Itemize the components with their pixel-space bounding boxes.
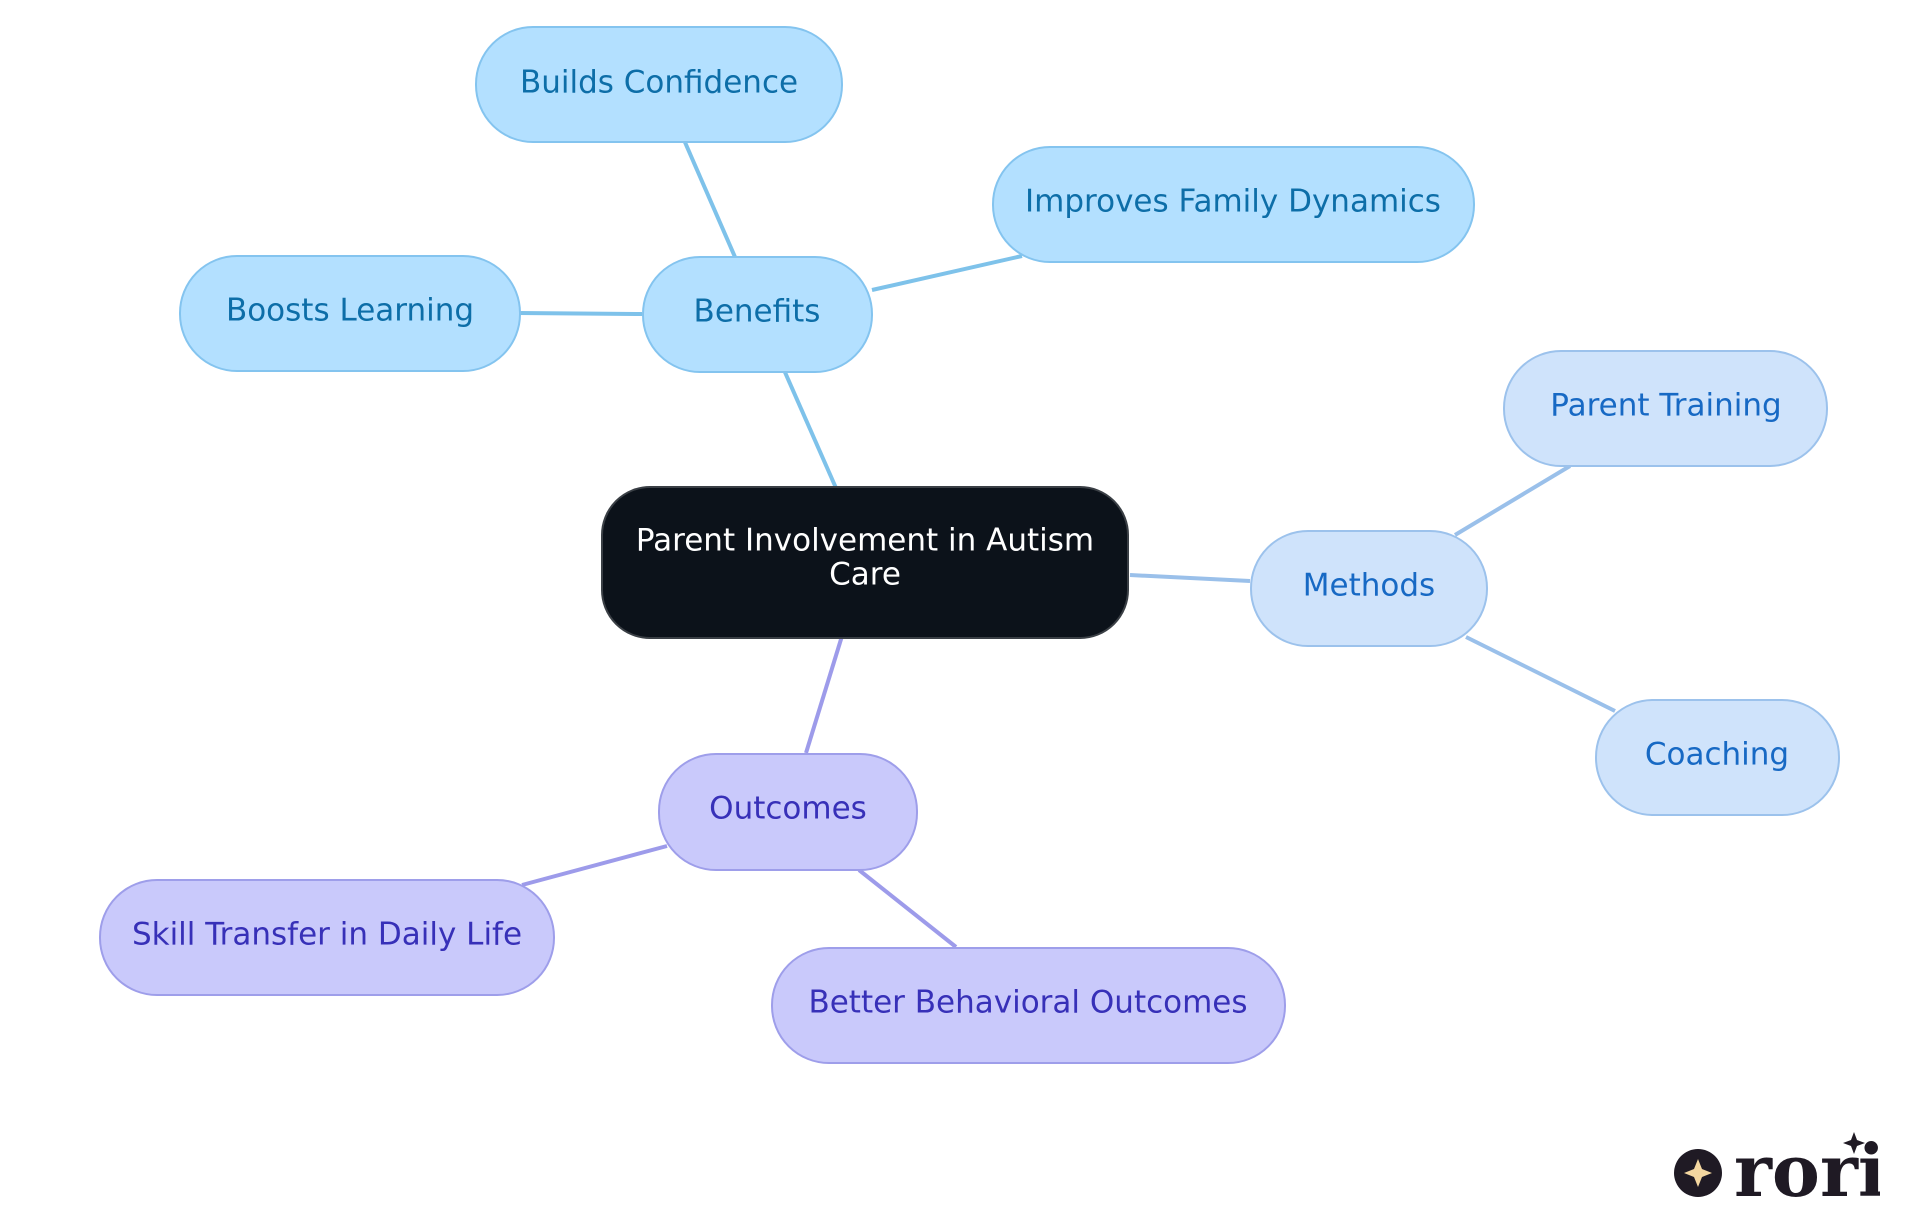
branch-node-methods-label: Methods bbox=[1303, 568, 1435, 604]
rori-logo: rori bbox=[1660, 1128, 1885, 1213]
leaf-node-improves-family-dynamics-shape bbox=[992, 146, 1475, 263]
leaf-node-skill-transfer-in-daily-life-label: Skill Transfer in Daily Life bbox=[132, 917, 522, 953]
leaf-node-boosts-learning[interactable]: Boosts Learning bbox=[179, 255, 521, 372]
root-node-label-line2: Care bbox=[829, 557, 901, 593]
root-node-shape bbox=[601, 486, 1129, 639]
edge-benefits-builds-confidence bbox=[682, 139, 737, 258]
leaf-node-coaching-shape bbox=[1595, 699, 1840, 816]
edge-outcomes-skill-transfer bbox=[521, 844, 668, 887]
branch-node-benefits-shape bbox=[642, 256, 873, 373]
leaf-node-coaching-label: Coaching bbox=[1645, 737, 1789, 773]
edge-root-outcomes bbox=[804, 635, 844, 754]
leaf-node-parent-training[interactable]: Parent Training bbox=[1503, 350, 1828, 467]
leaf-node-builds-confidence-shape bbox=[475, 26, 843, 143]
edge-methods-parent-training bbox=[1453, 464, 1572, 537]
leaf-node-parent-training-label: Parent Training bbox=[1550, 388, 1781, 424]
edge-benefits-boosts-learning bbox=[517, 311, 643, 316]
leaf-node-better-behavioral-outcomes-label: Better Behavioral Outcomes bbox=[808, 985, 1247, 1021]
leaf-node-builds-confidence[interactable]: Builds Confidence bbox=[475, 26, 843, 143]
rori-logo-graphic: rori bbox=[1674, 1128, 1885, 1213]
leaf-node-better-behavioral-outcomes[interactable]: Better Behavioral Outcomes bbox=[771, 947, 1286, 1064]
four-point-star-icon bbox=[1684, 1159, 1712, 1187]
leaf-node-builds-confidence-label: Builds Confidence bbox=[520, 65, 798, 101]
edge-methods-coaching bbox=[1465, 635, 1616, 713]
small-star-icon bbox=[1843, 1132, 1865, 1154]
leaf-node-skill-transfer-in-daily-life[interactable]: Skill Transfer in Daily Life bbox=[99, 879, 555, 996]
leaf-node-boosts-learning-shape bbox=[179, 255, 521, 372]
leaf-node-better-behavioral-outcomes-shape bbox=[771, 947, 1286, 1064]
branch-node-outcomes-shape bbox=[658, 753, 918, 871]
leaf-node-skill-transfer-in-daily-life-shape bbox=[99, 879, 555, 996]
branch-node-methods-shape bbox=[1250, 530, 1488, 647]
edge-benefits-improves-family bbox=[871, 254, 1023, 292]
leaf-node-improves-family-dynamics[interactable]: Improves Family Dynamics bbox=[992, 146, 1475, 263]
branch-node-outcomes[interactable]: Outcomes bbox=[658, 753, 918, 871]
mind-map-edges bbox=[517, 139, 1616, 949]
edge-root-benefits bbox=[782, 369, 838, 489]
branch-node-benefits[interactable]: Benefits bbox=[642, 256, 873, 373]
root-node-label-line1: Parent Involvement in Autism bbox=[636, 523, 1094, 559]
edge-outcomes-better-behavioral bbox=[857, 868, 958, 949]
leaf-node-parent-training-shape bbox=[1503, 350, 1828, 467]
branch-node-outcomes-label: Outcomes bbox=[709, 791, 867, 827]
leaf-node-coaching[interactable]: Coaching bbox=[1595, 699, 1840, 816]
edge-root-methods bbox=[1129, 573, 1251, 583]
leaf-node-boosts-learning-label: Boosts Learning bbox=[226, 293, 474, 329]
logo-wordmark: rori bbox=[1734, 1128, 1880, 1198]
leaf-node-improves-family-dynamics-label: Improves Family Dynamics bbox=[1025, 184, 1441, 220]
branch-node-benefits-label: Benefits bbox=[694, 294, 821, 330]
root-node[interactable]: Parent Involvement in Autism Care bbox=[601, 486, 1129, 639]
branch-node-methods[interactable]: Methods bbox=[1250, 530, 1488, 647]
